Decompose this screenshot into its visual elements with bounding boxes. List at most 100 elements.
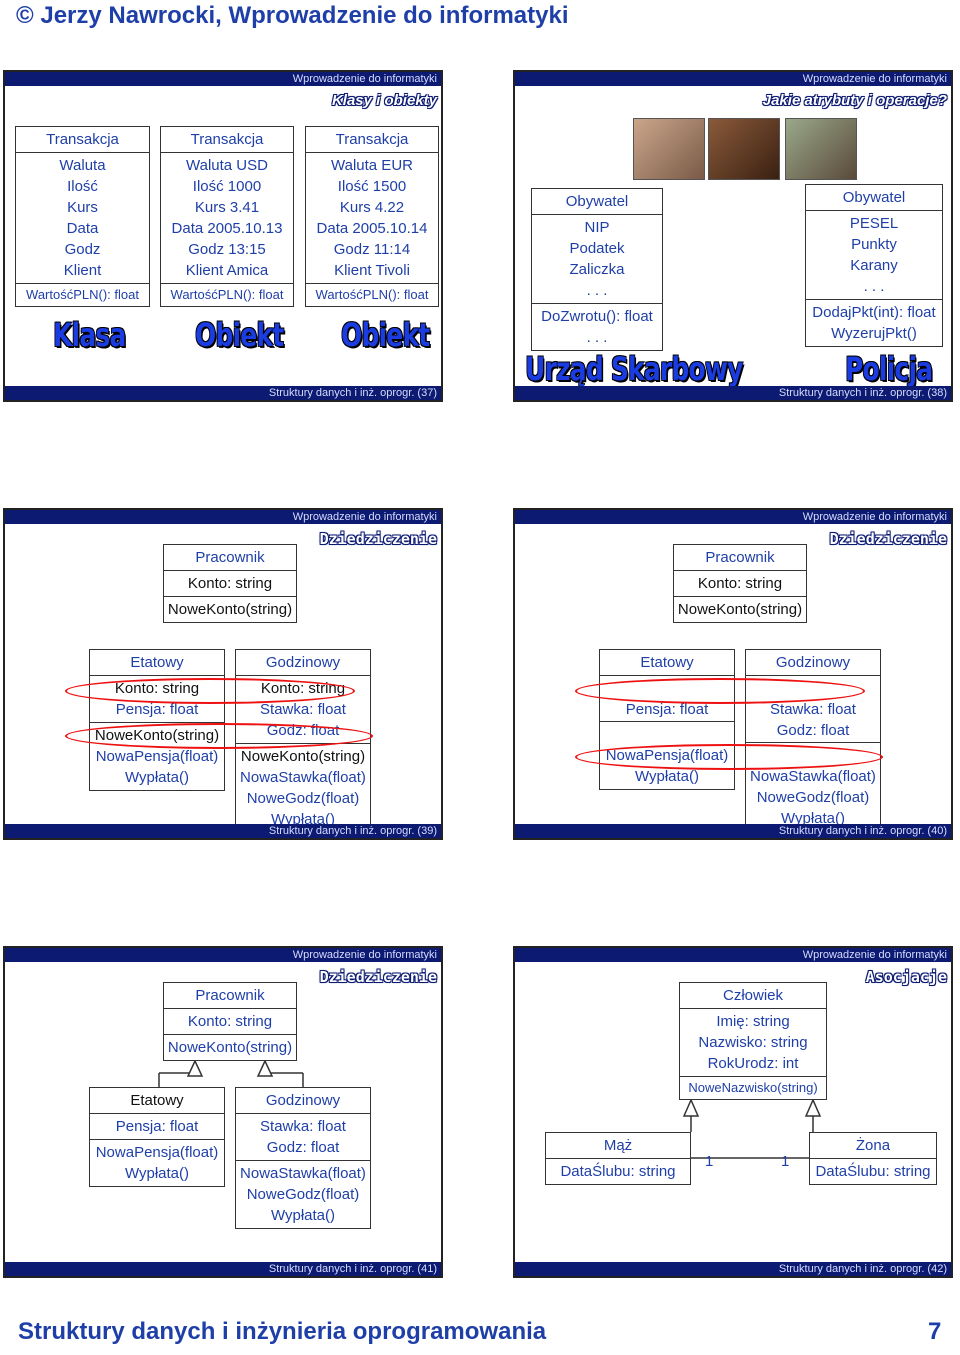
slide-header: Wprowadzenie do informatyki [515, 948, 951, 962]
uml-line: NoweKonto(string) [677, 601, 803, 618]
ops-section: NowaPensja(float)Wypłata() [90, 1140, 224, 1186]
label-klasa: Klasa [53, 316, 126, 354]
uml-line: Punkty [851, 236, 897, 253]
uml-line: NoweGodz(float) [246, 1186, 360, 1203]
label-obiekt: Obiekt [195, 316, 284, 354]
uml-line: Ilość [67, 178, 98, 195]
uml-line: . . . [863, 278, 885, 295]
person-photo-2 [708, 118, 780, 180]
slide-title: Dziedziczenie [319, 530, 437, 548]
attr-section: Konto: string [674, 571, 806, 597]
ops-section: NowaStawka(float)NoweGodz(float)Wypłata(… [746, 743, 880, 831]
class-name: Godzinowy [265, 654, 341, 671]
uml-line: Wypłata() [270, 811, 336, 828]
uml-line: Godz: float [266, 1139, 340, 1156]
slide-header: Wprowadzenie do informatyki [5, 510, 441, 524]
uml-line: Konto: string [187, 1013, 273, 1030]
ops-section: WartośćPLN(): float [161, 284, 293, 306]
uml-line: Godz: float [776, 722, 850, 739]
uml-line: Nazwisko: string [698, 1034, 808, 1051]
class-name: Obywatel [842, 189, 906, 206]
uml-line: DodajPkt(int): float [812, 304, 936, 321]
highlight-removed-attr [575, 678, 865, 704]
slide-title: Asocjacje [865, 968, 947, 986]
attr-section: Konto: string [164, 1009, 296, 1035]
label-obiekt-2: Obiekt [341, 316, 430, 354]
slide-header: Wprowadzenie do informatyki [515, 72, 951, 86]
slide-title: Dziedziczenie [829, 530, 947, 548]
slide-header: Wprowadzenie do informatyki [5, 948, 441, 962]
uml-line: Data 2005.10.14 [316, 220, 428, 237]
uml-line: Klient Amica [185, 262, 269, 279]
uml-line: NoweNazwisko(string) [688, 1080, 818, 1095]
uml-line: Godz 11:14 [333, 241, 411, 258]
slide-footer: Struktury danych i inż. oprogr. (42) [515, 1262, 951, 1276]
uml-line: WyzerujPkt() [831, 325, 917, 342]
uml-line: Kurs 3.41 [194, 199, 260, 216]
slide-38: Wprowadzenie do informatyki Jakie atrybu… [513, 70, 953, 402]
uml-line: NowaPensja(float) [95, 748, 219, 765]
class-name: Żona [855, 1137, 891, 1154]
class-box-pracownik: Pracownik Konto: string NoweKonto(string… [163, 982, 297, 1061]
slide-title: Dziedziczenie [319, 968, 437, 986]
slide-header: Wprowadzenie do informatyki [515, 510, 951, 524]
label-policja: Policja [845, 350, 933, 388]
ops-section: NoweKonto(string)NowaStawka(float)NoweGo… [236, 744, 370, 832]
slide-41: Wprowadzenie do informatyki Dziedziczeni… [3, 946, 443, 1278]
class-name: Pracownik [195, 987, 265, 1004]
uml-line: NoweKonto(string) [167, 601, 293, 618]
uml-line: NoweKonto(string) [167, 1039, 293, 1056]
class-name: Pracownik [705, 549, 775, 566]
ops-section: NowaStawka(float)NoweGodz(float)Wypłata(… [236, 1161, 370, 1228]
uml-line: WartośćPLN(): float [170, 287, 284, 302]
uml-line: Kurs 4.22 [339, 199, 405, 216]
uml-line: Data 2005.10.13 [171, 220, 283, 237]
uml-line: Klient Tivoli [334, 262, 410, 279]
uml-line: Ilość 1500 [337, 178, 407, 195]
ops-section: NoweKonto(string) [674, 597, 806, 622]
class-name: Transakcja [46, 131, 119, 148]
slide-footer: Struktury danych i inż. oprogr. (39) [5, 824, 441, 838]
class-name: Transakcja [190, 131, 264, 148]
uml-line: Godz 13:15 [188, 241, 266, 258]
class-name: Godzinowy [775, 654, 851, 671]
slide-header: Wprowadzenie do informatyki [5, 72, 441, 86]
uml-line: NoweGodz(float) [756, 789, 870, 806]
multiplicity-left: 1 [705, 1153, 714, 1170]
ops-section: WartośćPLN(): float [16, 284, 149, 306]
uml-line: Zaliczka [569, 261, 625, 278]
inheritance-arrows [158, 1059, 304, 1095]
page-number: 7 [928, 1318, 942, 1345]
uml-line: Imię: string [716, 1013, 790, 1030]
uml-line: . . . [586, 282, 608, 299]
slide-footer: Struktury danych i inż. oprogr. (38) [515, 386, 951, 400]
uml-line: Data [66, 220, 99, 237]
class-name: Etatowy [130, 1092, 184, 1109]
slide-40: Wprowadzenie do informatyki Dziedziczeni… [513, 508, 953, 840]
class-name: Transakcja [335, 131, 409, 148]
uml-line: Pensja: float [115, 1118, 199, 1135]
uml-line: NowaStawka(float) [750, 768, 876, 785]
uml-line: DataŚlubu: string [815, 1163, 931, 1180]
highlight-nowekonto-op [65, 723, 373, 749]
uml-line: NoweKonto(string) [240, 748, 366, 765]
uml-line: Stawka: float [260, 701, 346, 718]
uml-line: DataŚlubu: string [560, 1163, 676, 1180]
attr-section: DataŚlubu: string [810, 1159, 936, 1184]
attr-section: Konto: string [164, 571, 296, 597]
uml-line: . . . [586, 329, 608, 346]
ops-section: DoZwrotu(): float. . . [532, 304, 662, 350]
uml-line: Waluta [59, 157, 106, 174]
highlight-konto-attr [65, 678, 355, 704]
class-box-pracownik: Pracownik Konto: string NoweKonto(string… [163, 544, 297, 623]
